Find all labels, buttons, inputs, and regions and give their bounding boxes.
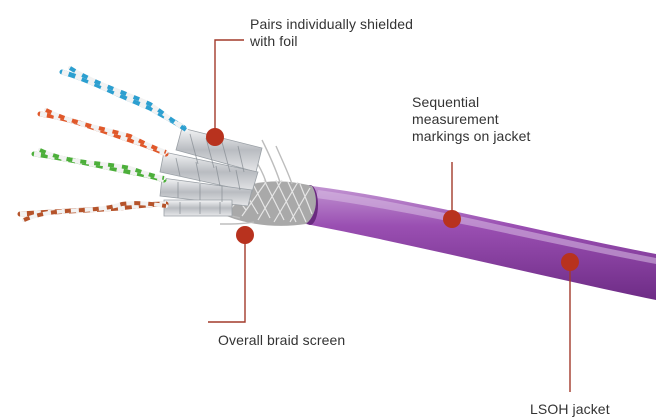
wire-pair-blue bbox=[62, 68, 186, 130]
foil-callout-label: Pairs individually shielded with foil bbox=[250, 16, 413, 50]
foil-callout-line bbox=[215, 40, 244, 134]
jacket-callout-label: LSOH jacket bbox=[530, 401, 610, 418]
markings-callout-dot bbox=[443, 210, 461, 228]
braid-callout-label: Overall braid screen bbox=[218, 332, 345, 349]
markings-callout-label: Sequential measurement markings on jacke… bbox=[412, 94, 531, 145]
foil-callout-dot bbox=[206, 128, 224, 146]
braid-callout-dot bbox=[236, 226, 254, 244]
wire-pair-orange bbox=[40, 110, 166, 154]
jacket-callout-dot bbox=[561, 253, 579, 271]
wire-pair-green bbox=[34, 150, 164, 180]
wire-pair-brown bbox=[20, 203, 166, 220]
braid-callout-line bbox=[208, 234, 245, 322]
